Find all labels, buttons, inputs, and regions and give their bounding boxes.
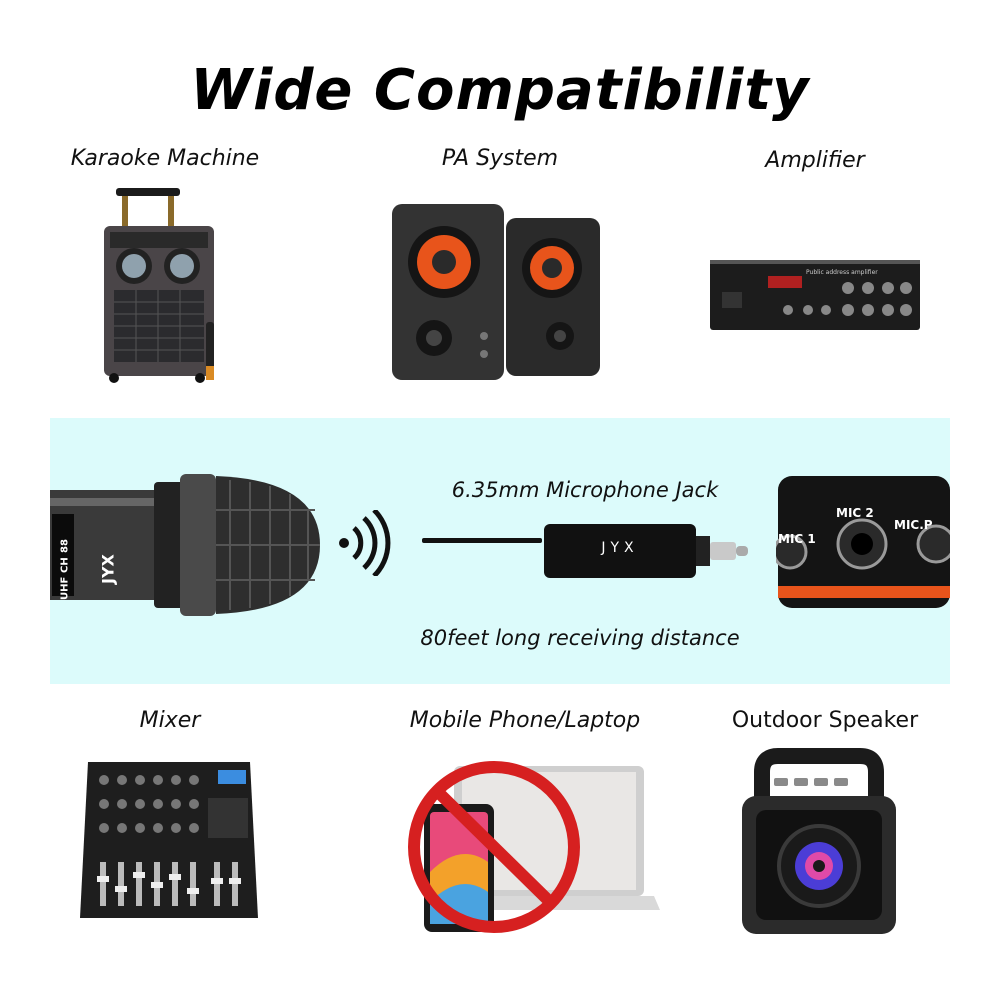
port-micp: MIC.P <box>894 518 933 532</box>
mic-screen: JYX <box>94 488 122 584</box>
mic-ch: CH <box>59 556 71 573</box>
amplifier-icon: Public address amplifier <box>708 254 923 336</box>
receiver-brand: JYX <box>601 540 639 556</box>
amplifier-panel-text: Public address amplifier <box>806 269 878 276</box>
label-karaoke-machine: Karaoke Machine <box>70 146 260 171</box>
mic-brand: JYX <box>98 554 118 584</box>
mixer-icon <box>78 758 260 924</box>
wireless-signal-icon <box>336 510 396 576</box>
port-mic2: MIC 2 <box>836 506 874 520</box>
label-pa-system: PA System <box>441 146 559 171</box>
mic-display: UHF CH 88 <box>54 520 76 600</box>
karaoke-machine-icon <box>96 186 226 386</box>
label-outdoor-speaker: Outdoor Speaker <box>731 708 919 733</box>
label-mixer: Mixer <box>139 708 201 733</box>
page-title: Wide Compatibility <box>190 58 810 123</box>
distance-label: 80feet long receiving distance <box>420 626 740 650</box>
label-mobile-phone-laptop: Mobile Phone/Laptop <box>409 708 641 733</box>
label-amplifier: Amplifier <box>765 148 865 173</box>
mic-input-panel <box>776 474 950 610</box>
mic-ch-value: 88 <box>59 539 71 553</box>
jack-label: 6.35mm Microphone Jack <box>451 478 719 502</box>
port-mic1: MIC 1 <box>778 532 816 546</box>
prohibition-icon <box>404 752 594 942</box>
speakers-icon <box>388 198 608 388</box>
outdoor-speaker-icon <box>734 748 904 938</box>
mic-uhf: UHF <box>59 576 71 600</box>
receiver-icon <box>420 520 750 582</box>
microphone-icon <box>50 470 330 630</box>
